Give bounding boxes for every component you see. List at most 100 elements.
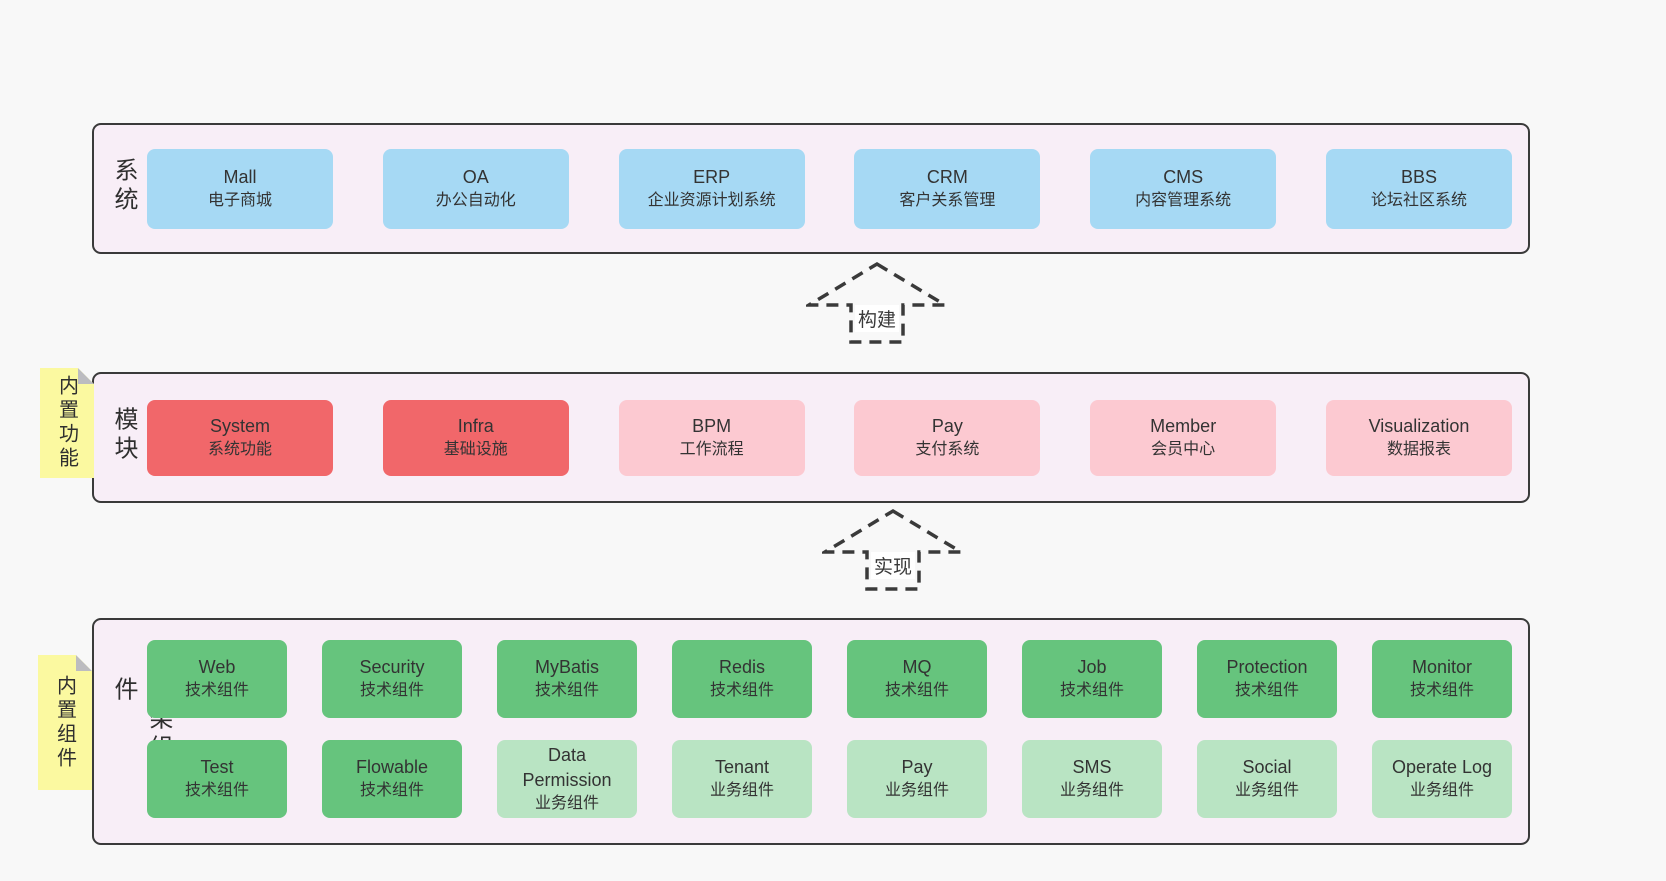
module-box-desc: 系统功能 bbox=[207, 440, 272, 458]
module-box: BBS 论坛社区系统 bbox=[1325, 148, 1512, 229]
module-box-name: Protection bbox=[1226, 657, 1308, 678]
module-box-desc: 业务组件 bbox=[1234, 782, 1299, 800]
module-box: CMS 内容管理系统 bbox=[1090, 148, 1277, 229]
module-box-desc: 办公自动化 bbox=[435, 191, 516, 209]
module-box-desc: 支付系统 bbox=[915, 440, 980, 458]
up-arrow-icon bbox=[822, 508, 964, 591]
module-box: MQ 技术组件 bbox=[847, 640, 987, 718]
module-box-name: Web bbox=[198, 657, 236, 678]
sticky-fold-corner-icon bbox=[78, 368, 94, 384]
module-box-desc: 基础设施 bbox=[443, 440, 508, 458]
module-box: Tenant 业务组件 bbox=[672, 740, 812, 818]
module-box: Infra 基础设施 bbox=[382, 399, 569, 476]
module-box: CRM 客户关系管理 bbox=[854, 148, 1041, 229]
module-box-desc: 技术组件 bbox=[1234, 682, 1299, 700]
module-box: Security 技术组件 bbox=[322, 640, 462, 718]
module-box-desc: 技术组件 bbox=[184, 782, 249, 800]
framework-components-row-2: Test 技术组件 Flowable 技术组件 Data Permission … bbox=[147, 740, 1512, 818]
module-box-desc: 技术组件 bbox=[359, 782, 424, 800]
sticky-note-built-in-features: 内置功能 bbox=[40, 368, 94, 478]
module-box: System 系统功能 bbox=[147, 399, 333, 476]
module-box-name: MQ bbox=[902, 657, 932, 678]
module-box: Protection 技术组件 bbox=[1197, 640, 1337, 718]
module-box-desc: 业务组件 bbox=[1059, 782, 1124, 800]
module-box-name: Monitor bbox=[1411, 657, 1473, 678]
module-box-name: Member bbox=[1150, 415, 1217, 436]
module-box-name: Redis bbox=[718, 657, 766, 678]
module-box-name: MyBatis bbox=[534, 657, 599, 678]
module-box-name: Social bbox=[1242, 757, 1292, 778]
module-box-desc: 业务组件 bbox=[1409, 782, 1474, 800]
module-box-desc: 客户关系管理 bbox=[899, 191, 996, 209]
module-box-name: Pay bbox=[901, 757, 933, 778]
module-box-name: CMS bbox=[1163, 166, 1204, 187]
common-modules-panel: 通用模块 System 系统功能 Infra 基础设施 BPM 工作流程 bbox=[92, 372, 1530, 503]
module-box: Visualization 数据报表 bbox=[1325, 399, 1512, 476]
module-box-desc: 技术组件 bbox=[709, 682, 774, 700]
sticky-note-text: 内置组件 bbox=[53, 674, 76, 771]
module-box-name: ERP bbox=[693, 166, 731, 187]
module-box-desc: 技术组件 bbox=[359, 682, 424, 700]
module-box: Data Permission 业务组件 bbox=[497, 740, 637, 818]
framework-components-row-1: Web 技术组件 Security 技术组件 MyBatis 技术组件 bbox=[147, 640, 1512, 718]
module-box-name: Infra bbox=[457, 415, 494, 436]
module-box-desc: 会员中心 bbox=[1151, 440, 1216, 458]
business-systems-panel: 业务系统 Mall 电子商城 OA 办公自动化 ERP 企业资源计划系统 bbox=[92, 123, 1530, 254]
sticky-fold-corner-icon bbox=[76, 655, 92, 671]
module-box: BPM 工作流程 bbox=[618, 399, 805, 476]
implement-arrow-label: 实现 bbox=[870, 552, 916, 579]
module-box-name: SMS bbox=[1072, 757, 1112, 778]
common-modules-boxes: System 系统功能 Infra 基础设施 BPM 工作流程 Pay 支付系统 bbox=[147, 374, 1512, 501]
module-box: Member 会员中心 bbox=[1090, 399, 1277, 476]
module-box: MyBatis 技术组件 bbox=[497, 640, 637, 718]
implement-arrow: 实现 bbox=[822, 508, 964, 592]
module-box-desc: 数据报表 bbox=[1386, 440, 1451, 458]
build-arrow-label: 构建 bbox=[854, 305, 900, 332]
module-box-name: BPM bbox=[692, 415, 732, 436]
module-box: Web 技术组件 bbox=[147, 640, 287, 718]
module-box-name: BBS bbox=[1400, 166, 1437, 187]
sticky-note-built-in-components: 内置组件 bbox=[38, 655, 92, 790]
module-box: Mall 电子商城 bbox=[147, 148, 333, 229]
sticky-note-text: 内置功能 bbox=[55, 375, 78, 471]
module-box-desc: 技术组件 bbox=[534, 682, 599, 700]
module-box: ERP 企业资源计划系统 bbox=[618, 148, 805, 229]
module-box: Pay 业务组件 bbox=[847, 740, 987, 818]
module-box-desc: 内容管理系统 bbox=[1135, 191, 1232, 209]
framework-components-rows: Web 技术组件 Security 技术组件 MyBatis 技术组件 bbox=[147, 620, 1512, 843]
module-box-desc: 电子商城 bbox=[207, 191, 272, 209]
module-box-desc: 技术组件 bbox=[1409, 682, 1474, 700]
module-box-desc: 技术组件 bbox=[884, 682, 949, 700]
framework-components-panel: 框架组件 Web 技术组件 Security 技术组件 MyBatis bbox=[92, 618, 1530, 845]
module-box: Social 业务组件 bbox=[1197, 740, 1337, 818]
module-box-name: Security bbox=[359, 657, 425, 678]
business-systems-boxes: Mall 电子商城 OA 办公自动化 ERP 企业资源计划系统 CRM 客户关系… bbox=[147, 125, 1512, 252]
module-box: OA 办公自动化 bbox=[382, 148, 569, 229]
module-box-name: Tenant bbox=[714, 757, 770, 778]
module-box-desc: 业务组件 bbox=[709, 782, 774, 800]
module-box-desc: 业务组件 bbox=[534, 795, 599, 812]
module-box-name: OA bbox=[462, 166, 489, 187]
module-box: Job 技术组件 bbox=[1022, 640, 1162, 718]
module-box-name: CRM bbox=[926, 166, 968, 187]
module-box-name: System bbox=[209, 415, 270, 436]
module-box-desc: 技术组件 bbox=[184, 682, 249, 700]
module-box-name: Operate Log bbox=[1391, 757, 1493, 778]
module-box-desc: 技术组件 bbox=[1059, 682, 1124, 700]
module-box-desc: 业务组件 bbox=[884, 782, 949, 800]
module-box-name: Flowable bbox=[355, 757, 429, 778]
module-box-desc: 工作流程 bbox=[679, 440, 744, 458]
module-box: Redis 技术组件 bbox=[672, 640, 812, 718]
module-box: Pay 支付系统 bbox=[854, 399, 1041, 476]
module-box: Monitor 技术组件 bbox=[1372, 640, 1512, 718]
module-box: SMS 业务组件 bbox=[1022, 740, 1162, 818]
module-box: Operate Log 业务组件 bbox=[1372, 740, 1512, 818]
module-box-name: Test bbox=[200, 757, 234, 778]
module-box-name: Job bbox=[1077, 657, 1107, 678]
module-box-name: Mall bbox=[223, 166, 257, 187]
module-box-desc: 企业资源计划系统 bbox=[647, 191, 776, 209]
module-box-desc: 论坛社区系统 bbox=[1370, 191, 1467, 209]
build-arrow: 构建 bbox=[806, 261, 948, 345]
module-box-name: Pay bbox=[931, 415, 963, 436]
